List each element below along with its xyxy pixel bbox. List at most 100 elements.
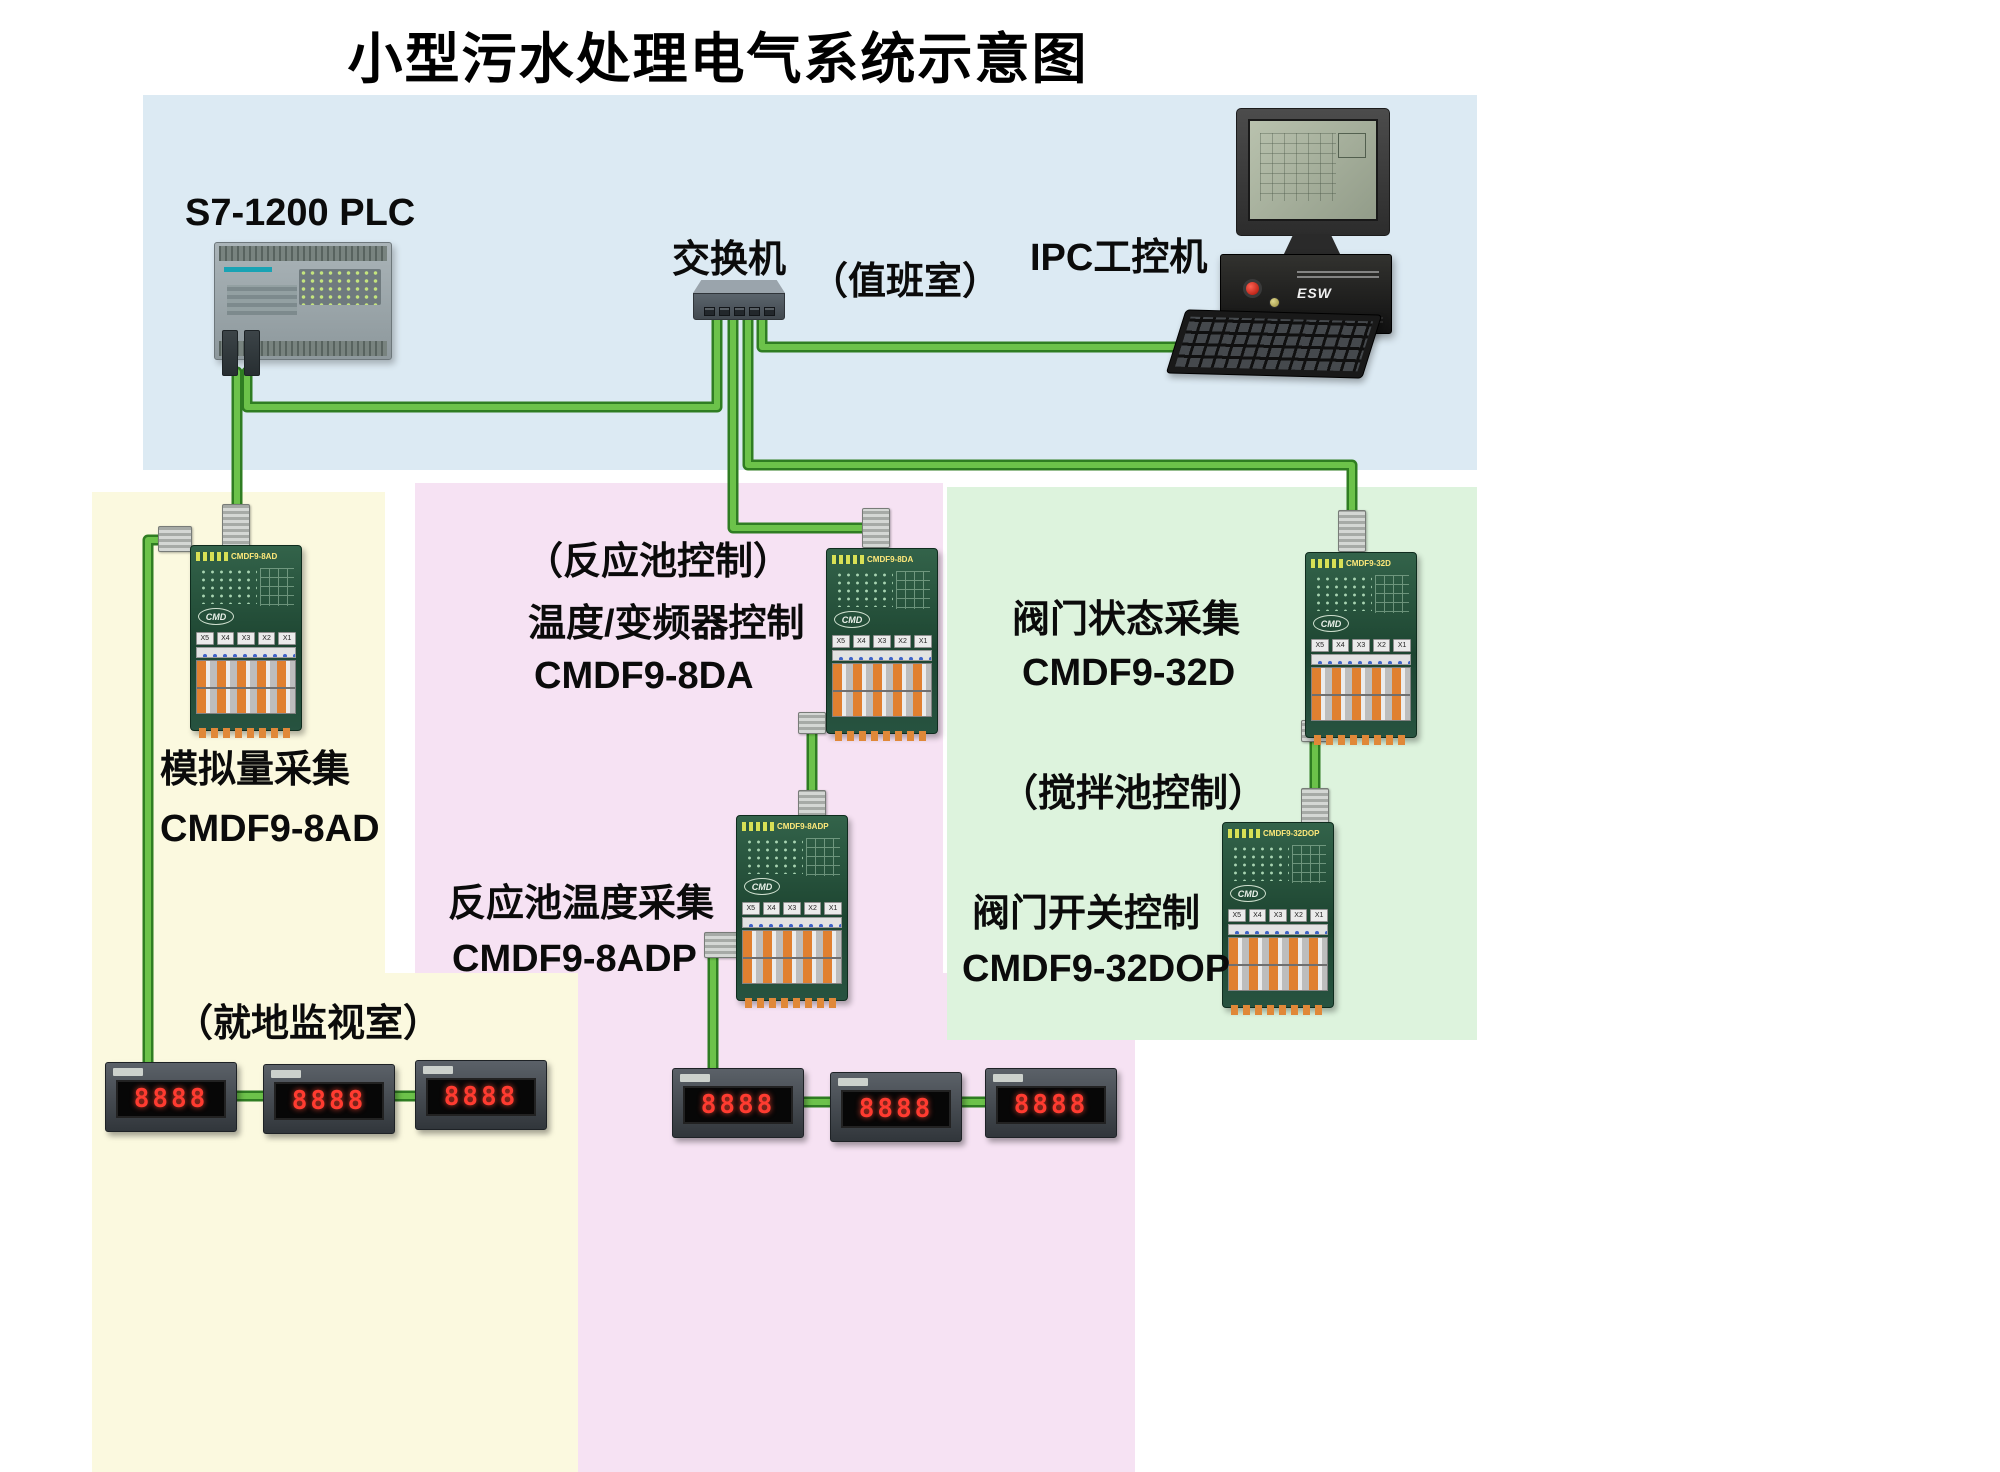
plc-terminal-strip-top <box>219 246 387 261</box>
valve-switch-control-label: 阀门开关控制 <box>972 893 1201 935</box>
io-module-cmdf9-8da: CMDF9-8DA CMD X5 X4 X3 X2 X1 <box>826 548 938 741</box>
module-port-labels: X5 X4 X3 X2 X1 <box>742 902 842 915</box>
power-button <box>1269 297 1280 308</box>
reaction-pool-temp-label: 反应池温度采集 <box>448 883 715 925</box>
plc-led-panel <box>299 269 381 305</box>
terminal-blocks <box>1228 937 1328 991</box>
ethernet-switch-device <box>693 280 785 320</box>
meter-display: 8888 <box>996 1086 1106 1124</box>
module-schematic <box>1292 845 1326 883</box>
module-led-rows <box>199 568 257 604</box>
module-model-text: CMDF9-8AD <box>231 551 278 561</box>
meter-display: 8888 <box>426 1078 536 1116</box>
terminal-tabs <box>745 998 839 1008</box>
module-port-labels: X5 X4 X3 X2 X1 <box>832 635 932 648</box>
screen-window <box>1338 132 1366 159</box>
terminal-leds <box>832 650 932 661</box>
module-led-rows <box>745 838 803 874</box>
cmdf9-32d-label: CMDF9-32D <box>1022 652 1236 694</box>
module-model-text: CMDF9-32DOP <box>1263 828 1320 838</box>
terminal-tabs <box>1314 735 1408 745</box>
io-module-cmdf9-8ad: CMDF9-8AD CMD X5 X4 X3 X2 X1 <box>190 545 302 738</box>
meter-brand-chip <box>993 1074 1023 1082</box>
meter-brand-chip <box>680 1074 710 1082</box>
terminal-blocks <box>742 930 842 984</box>
plc-cable-plug <box>222 330 238 376</box>
panel-meter: 8888 <box>830 1072 962 1142</box>
meter-brand-chip <box>423 1066 453 1074</box>
cmd-logo: CMD <box>1230 885 1266 902</box>
chassis-brand-text: ESW <box>1297 285 1332 301</box>
cable-connector <box>704 932 738 958</box>
switch-front-face <box>693 293 785 320</box>
cable-connector <box>222 504 250 548</box>
plc-terminal-strip-bottom <box>219 341 387 356</box>
cable-connector <box>1338 510 1366 552</box>
module-model-text: CMDF9-8ADP <box>777 821 829 831</box>
zone-local-monitor-room <box>92 973 578 1472</box>
cmdf9-8adp-label: CMDF9-8ADP <box>452 938 697 980</box>
module-schematic <box>806 838 840 876</box>
terminal-tabs <box>199 728 293 738</box>
module-model-text: CMDF9-8DA <box>867 554 914 564</box>
zone-reaction-pool-meters <box>578 973 1135 1472</box>
ipc-label: IPC工控机 <box>1030 237 1208 279</box>
panel-meter: 8888 <box>985 1068 1117 1138</box>
terminal-leds <box>196 647 296 658</box>
cmdf9-32dop-label: CMDF9-32DOP <box>962 948 1231 990</box>
meter-display: 8888 <box>841 1090 951 1128</box>
ipc-screen <box>1248 119 1378 221</box>
plc-label: S7-1200 PLC <box>185 192 416 234</box>
mixing-pool-control-label: （搅拌池控制） <box>1000 773 1267 815</box>
terminal-tabs <box>835 731 929 741</box>
cmd-logo: CMD <box>834 611 870 628</box>
panel-meter: 8888 <box>263 1064 395 1134</box>
ipc-monitor <box>1236 108 1390 236</box>
dip-switch-icon <box>742 821 774 831</box>
module-led-rows <box>1231 845 1289 881</box>
module-header: CMDF9-32D <box>1311 557 1412 569</box>
dip-switch-icon <box>1228 828 1260 838</box>
io-module-cmdf9-32d: CMDF9-32D CMD X5 X4 X3 X2 X1 <box>1305 552 1417 745</box>
meter-display: 8888 <box>274 1082 384 1120</box>
switch-port <box>703 307 715 316</box>
chassis-label-lines <box>1297 269 1379 278</box>
switch-port <box>748 307 760 316</box>
temp-vfd-control-label: 温度/变频器控制 <box>528 603 805 645</box>
emergency-stop-button <box>1243 279 1262 298</box>
monitor-stand <box>1283 234 1341 256</box>
plc-cable-plug <box>244 330 260 376</box>
cable-connector <box>1301 788 1329 824</box>
switch-port <box>733 307 745 316</box>
panel-meter: 8888 <box>415 1060 547 1130</box>
io-module-cmdf9-32dop: CMDF9-32DOP CMD X5 X4 X3 X2 X1 <box>1222 822 1334 1015</box>
module-model-text: CMDF9-32D <box>1346 558 1391 568</box>
cmd-logo: CMD <box>744 878 780 895</box>
terminal-leds <box>742 917 842 928</box>
module-port-labels: X5 X4 X3 X2 X1 <box>1311 639 1411 652</box>
switch-port <box>763 307 775 316</box>
valve-status-label: 阀门状态采集 <box>1012 599 1241 641</box>
panel-meter: 8888 <box>672 1068 804 1138</box>
module-port-labels: X5 X4 X3 X2 X1 <box>196 632 296 645</box>
meter-brand-chip <box>113 1068 143 1076</box>
meter-brand-chip <box>271 1070 301 1078</box>
cmd-logo: CMD <box>1313 615 1349 632</box>
terminal-tabs <box>1231 1005 1325 1015</box>
module-schematic <box>896 571 930 609</box>
analog-acquisition-label: 模拟量采集 <box>160 749 351 791</box>
switch-top-face <box>693 280 785 293</box>
module-schematic <box>260 568 294 606</box>
ipc-keyboard <box>1165 309 1383 379</box>
module-header: CMDF9-32DOP <box>1228 827 1329 839</box>
page-title: 小型污水处理电气系统示意图 <box>347 28 1089 90</box>
cable-connector <box>862 508 890 548</box>
cable-connector <box>158 526 192 552</box>
meter-display: 8888 <box>116 1080 226 1118</box>
terminal-leds <box>1311 654 1411 665</box>
screen-content <box>1260 132 1336 202</box>
terminal-blocks <box>1311 667 1411 721</box>
siemens-brand-stripe <box>224 267 272 272</box>
module-schematic <box>1375 575 1409 613</box>
